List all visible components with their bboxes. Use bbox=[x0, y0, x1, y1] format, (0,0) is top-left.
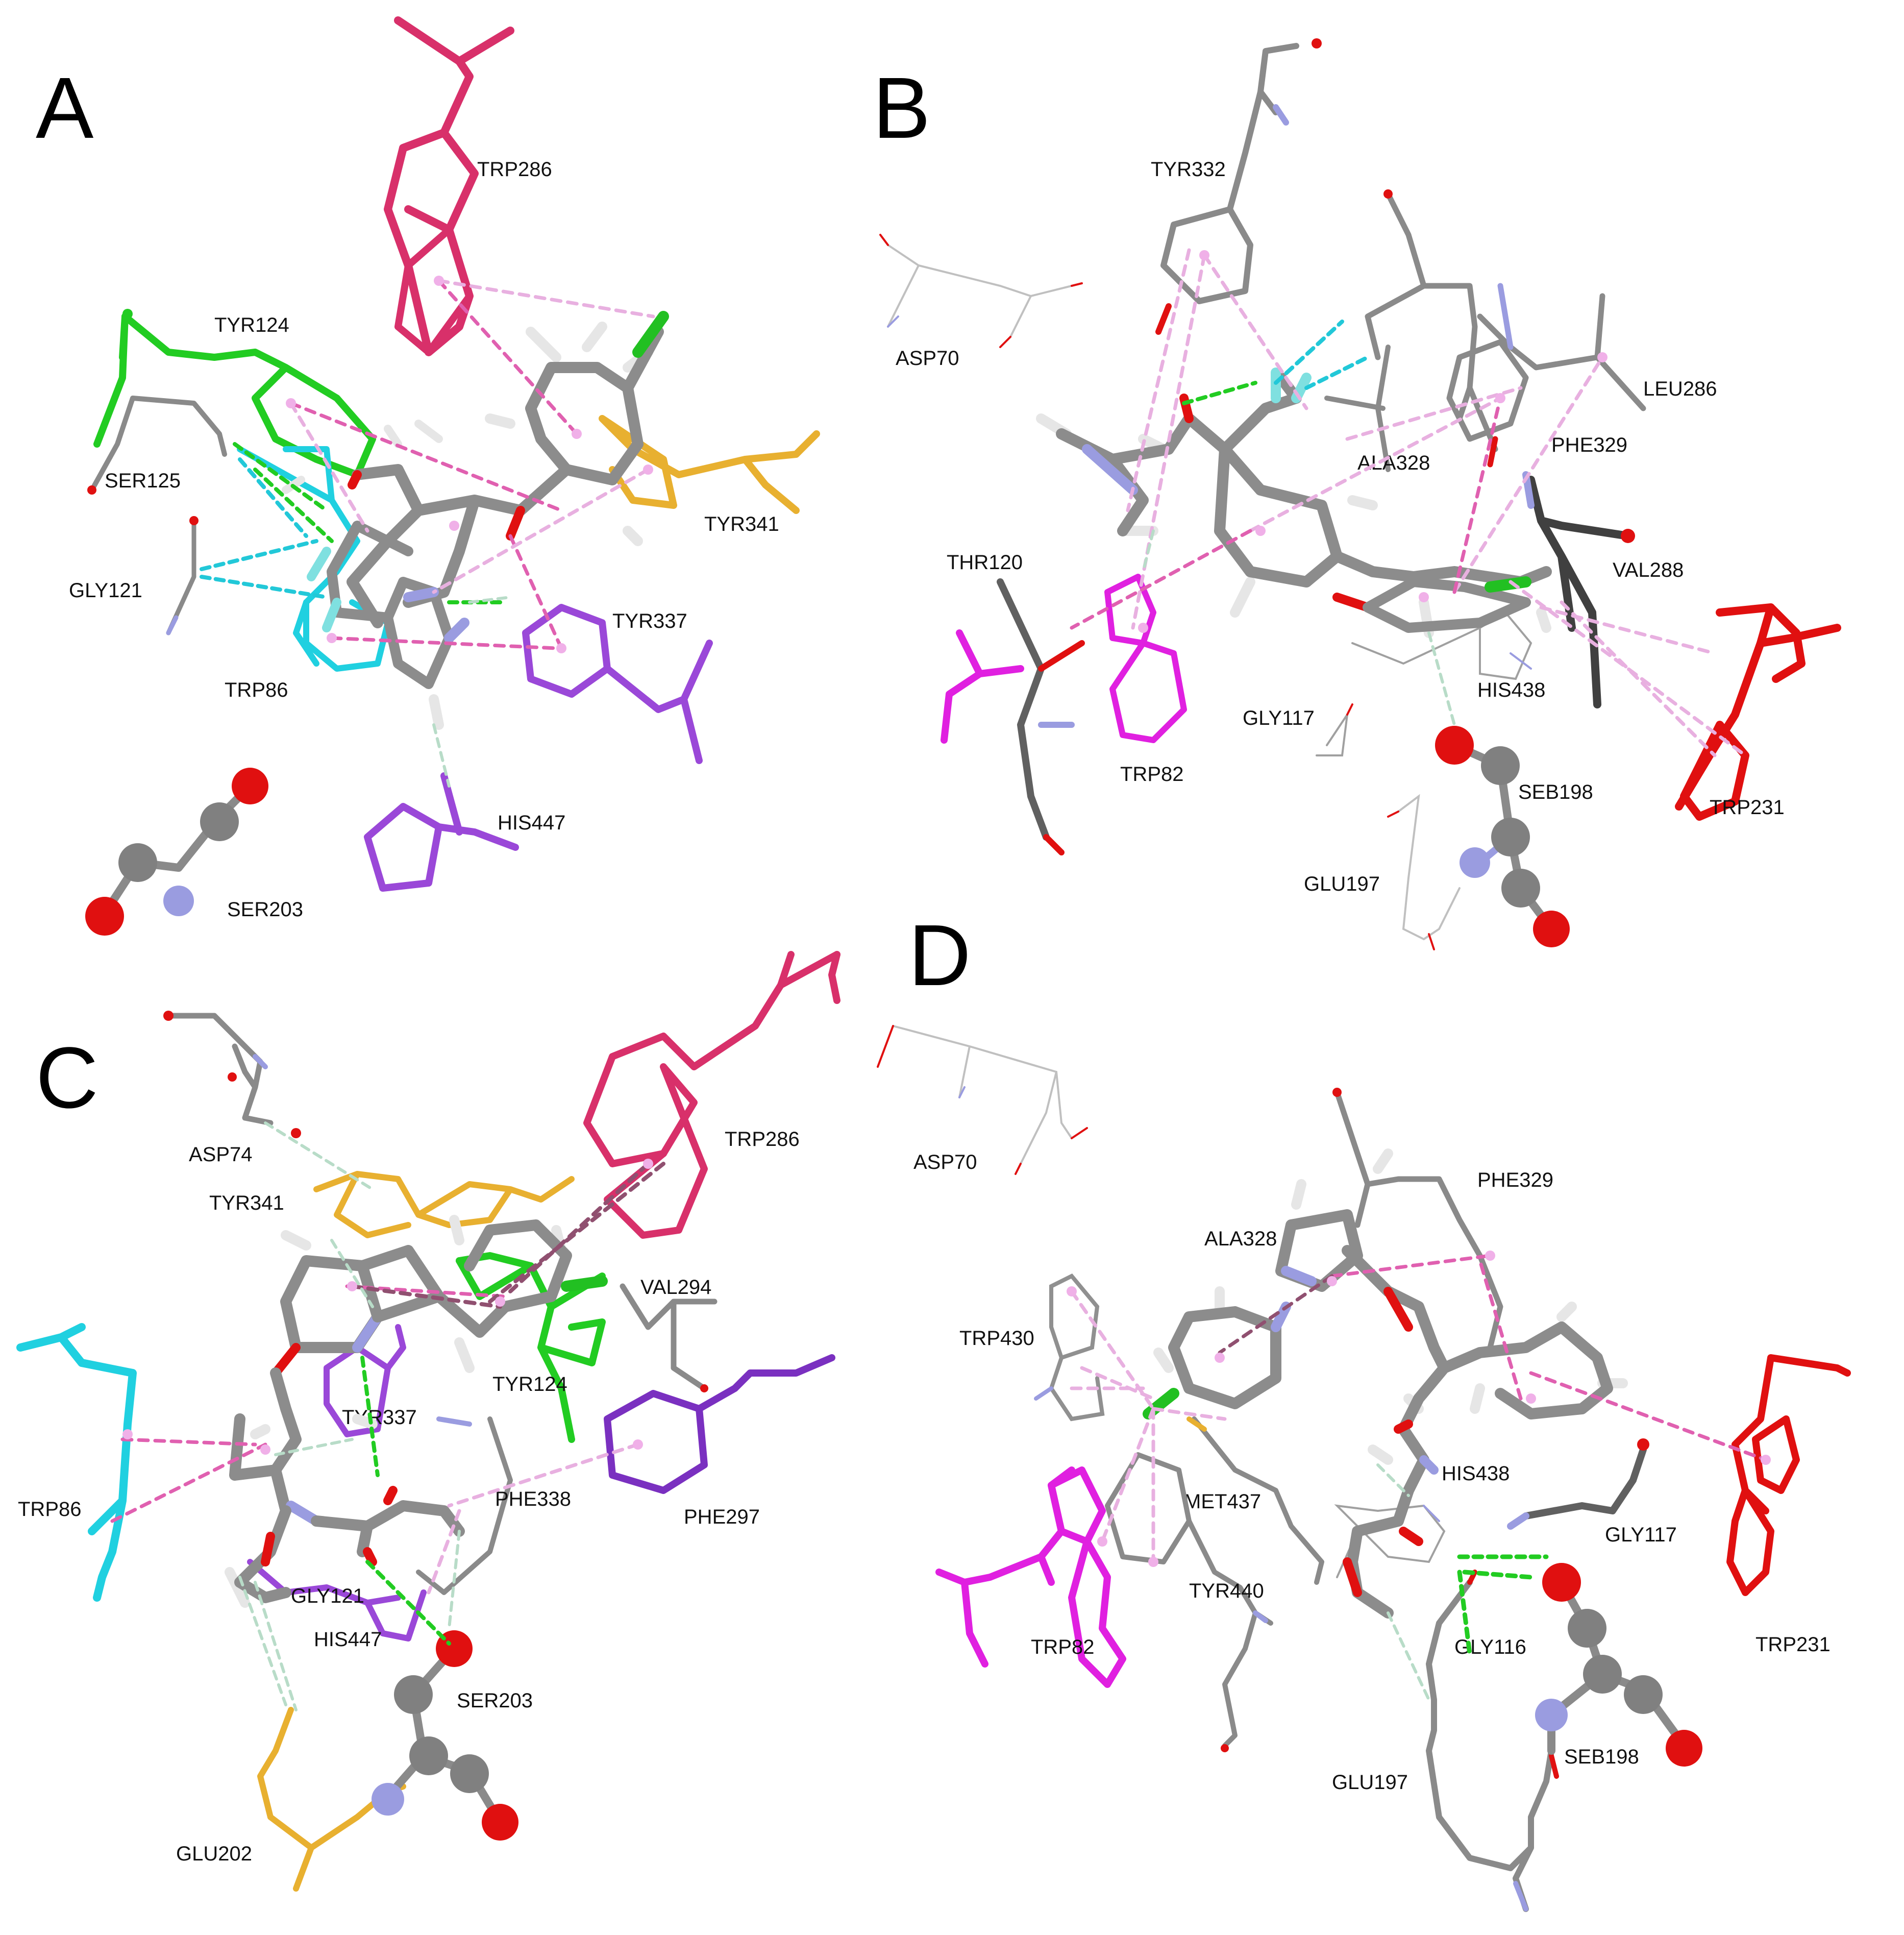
residue-gly117-d bbox=[1507, 1438, 1649, 1530]
residue-phe329-b bbox=[1446, 339, 1529, 468]
label-his438-b: HIS438 bbox=[1477, 679, 1545, 701]
label-tyr332-b: TYR332 bbox=[1151, 158, 1226, 181]
label-trp86-c: TRP86 bbox=[18, 1498, 82, 1521]
label-asp74-c: ASP74 bbox=[189, 1143, 253, 1166]
residue-phe338-c bbox=[416, 1416, 513, 1595]
residue-seb198-b bbox=[1435, 726, 1570, 947]
panel-letter-b: B bbox=[873, 60, 930, 157]
label-his438-d: HIS438 bbox=[1442, 1462, 1510, 1485]
label-phe329-b: PHE329 bbox=[1551, 434, 1627, 456]
residue-tyr124-a bbox=[93, 309, 376, 478]
label-gly117-b: GLY117 bbox=[1243, 707, 1315, 729]
residue-phe297-c bbox=[604, 1354, 835, 1494]
residue-asp74-c bbox=[163, 1011, 301, 1138]
label-ser203-a: SER203 bbox=[227, 898, 303, 921]
residue-seb198-d bbox=[1535, 1563, 1702, 1767]
residue-trp231-d bbox=[1726, 1354, 1851, 1596]
label-trp86-a: TRP86 bbox=[225, 679, 288, 701]
label-gly121-c: GLY121 bbox=[291, 1585, 364, 1607]
residue-ser203-a bbox=[85, 768, 268, 936]
residue-trp86-a bbox=[237, 446, 391, 672]
interactions-c bbox=[110, 1121, 665, 1711]
residue-met437-d bbox=[1186, 1416, 1324, 1585]
label-asp70-b: ASP70 bbox=[896, 347, 959, 370]
panel-letter-a: A bbox=[36, 60, 94, 157]
interactions-a bbox=[200, 276, 655, 788]
label-gly117-d: GLY117 bbox=[1605, 1524, 1677, 1546]
residue-trp430-d bbox=[1034, 1273, 1105, 1422]
ligand-b bbox=[1036, 368, 1552, 638]
label-gly121-a: GLY121 bbox=[69, 579, 142, 602]
panel-c: C ASP74 TRP286 TYR341 VAL294 bbox=[16, 951, 840, 1892]
residue-his447-c bbox=[247, 1559, 427, 1642]
label-phe329-d: PHE329 bbox=[1477, 1169, 1553, 1191]
label-phe297-c: PHE297 bbox=[684, 1506, 760, 1528]
residue-trp82-d bbox=[935, 1466, 1126, 1688]
label-ala328-d: ALA328 bbox=[1204, 1228, 1277, 1250]
residue-gly117-b bbox=[1316, 703, 1353, 756]
label-seb198-b: SEB198 bbox=[1518, 781, 1593, 803]
label-tyr341-a: TYR341 bbox=[704, 513, 779, 535]
label-trp231-b: TRP231 bbox=[1710, 796, 1785, 819]
residue-ser125-a bbox=[87, 396, 227, 495]
label-gly116-d: GLY116 bbox=[1454, 1636, 1526, 1658]
label-thr120-b: THR120 bbox=[947, 551, 1023, 574]
label-asp70-d: ASP70 bbox=[913, 1151, 977, 1173]
label-leu286-b: LEU286 bbox=[1643, 378, 1717, 400]
label-met437-d: MET437 bbox=[1184, 1490, 1261, 1513]
label-tyr440-d: TYR440 bbox=[1189, 1580, 1264, 1602]
residue-trp86-c bbox=[16, 1323, 137, 1602]
ligand-c bbox=[225, 1215, 608, 1608]
interactions-b bbox=[1070, 248, 1747, 757]
label-trp82-d: TRP82 bbox=[1031, 1636, 1095, 1658]
label-ser203-c: SER203 bbox=[457, 1689, 533, 1712]
label-trp231-d: TRP231 bbox=[1755, 1633, 1831, 1656]
residue-phe329-d bbox=[1332, 1088, 1503, 1351]
interactions-d bbox=[1067, 1251, 1771, 1701]
panel-letter-d: D bbox=[908, 907, 971, 1004]
panel-b: B TYR332 ASP70 ALA328 LEU286 bbox=[873, 38, 1841, 950]
residue-asp70-b bbox=[879, 234, 1083, 348]
label-trp430-d: TRP430 bbox=[959, 1327, 1034, 1350]
label-val294-c: VAL294 bbox=[640, 1276, 711, 1299]
label-phe338-c: PHE338 bbox=[495, 1488, 571, 1510]
residue-tyr440-d bbox=[1105, 1452, 1273, 1752]
residue-trp231-b bbox=[1675, 603, 1841, 821]
label-tyr124-a: TYR124 bbox=[214, 314, 289, 336]
residue-thr120-b bbox=[941, 578, 1085, 855]
residue-his447-a bbox=[364, 772, 519, 892]
label-seb198-d: SEB198 bbox=[1564, 1746, 1639, 1768]
residue-tyr337-a bbox=[522, 604, 713, 764]
residue-glu197-b bbox=[1387, 794, 1461, 950]
residue-asp70-d bbox=[877, 1025, 1088, 1175]
residue-gly121-a bbox=[166, 516, 199, 635]
label-his447-c: HIS447 bbox=[314, 1628, 382, 1651]
residue-ser203-c bbox=[372, 1630, 518, 1841]
ligand-d bbox=[1143, 1148, 1628, 1619]
residue-tyr332-b bbox=[1155, 38, 1322, 335]
label-his447-a: HIS447 bbox=[498, 812, 565, 834]
residue-glu197-d bbox=[1426, 1570, 1559, 1912]
label-tyr341-c: TYR341 bbox=[209, 1192, 284, 1214]
residue-val288-b bbox=[1522, 471, 1635, 708]
label-glu197-d: GLU197 bbox=[1332, 1771, 1408, 1794]
residue-tyr341-c bbox=[313, 1171, 575, 1238]
panel-a: A TRP286 TYR124 SER125 GLY121 bbox=[36, 16, 820, 936]
label-trp286-a: TRP286 bbox=[477, 158, 552, 181]
label-tyr124-c: TYR124 bbox=[492, 1373, 567, 1395]
residue-trp286-a bbox=[384, 16, 514, 356]
residue-val294-c bbox=[620, 1283, 718, 1392]
label-ser125-a: SER125 bbox=[105, 470, 181, 492]
label-glu202-c: GLU202 bbox=[176, 1843, 252, 1865]
panel-letter-c: C bbox=[36, 1030, 98, 1126]
label-tyr337-a: TYR337 bbox=[612, 610, 687, 632]
label-trp82-b: TRP82 bbox=[1120, 763, 1184, 786]
label-glu197-b: GLU197 bbox=[1304, 873, 1380, 895]
label-val288-b: VAL288 bbox=[1613, 559, 1684, 581]
label-trp286-c: TRP286 bbox=[725, 1128, 800, 1150]
panel-d: D ASP70 PHE329 ALA328 TRP430 MET437 bbox=[877, 907, 1851, 1912]
